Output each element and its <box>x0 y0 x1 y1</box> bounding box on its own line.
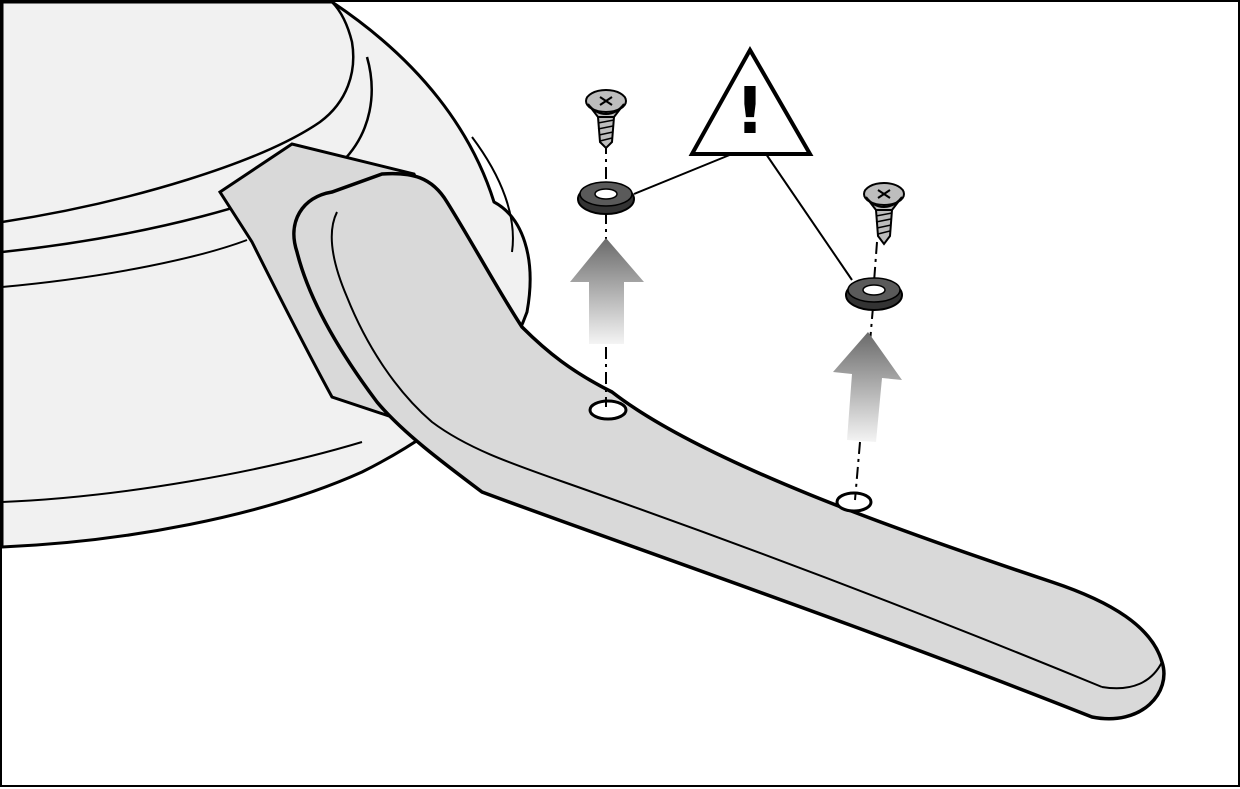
screw-hole-right <box>835 491 873 513</box>
arrow-up-icon-right <box>833 332 902 442</box>
pan-base-line <box>2 441 363 503</box>
screw-icon-left <box>585 89 627 150</box>
handle-top-edge <box>330 211 1103 688</box>
screw-icon-right <box>863 182 905 246</box>
arrow-up-icon-left <box>570 238 644 344</box>
warning-exclamation: ! <box>735 75 765 149</box>
pan-rim-top <box>2 2 355 224</box>
handle-outline <box>292 171 1166 721</box>
washer-icon-right <box>845 277 903 311</box>
warning-triangle-icon <box>688 45 814 156</box>
washer-icon-left <box>577 181 635 215</box>
screw-hole-left <box>588 399 628 421</box>
pan-rim-inner <box>2 239 248 288</box>
callout-line-right <box>765 153 853 281</box>
alignment-lines <box>605 142 878 501</box>
pan-side-band <box>471 136 514 253</box>
alignment-line-right-top <box>873 241 878 283</box>
callout-line-left <box>633 153 733 195</box>
handle-tip-edge <box>1101 661 1163 690</box>
warning-callout-lines <box>633 153 853 281</box>
alignment-line-right-bottom <box>854 441 861 501</box>
pan-handle <box>292 171 1166 721</box>
